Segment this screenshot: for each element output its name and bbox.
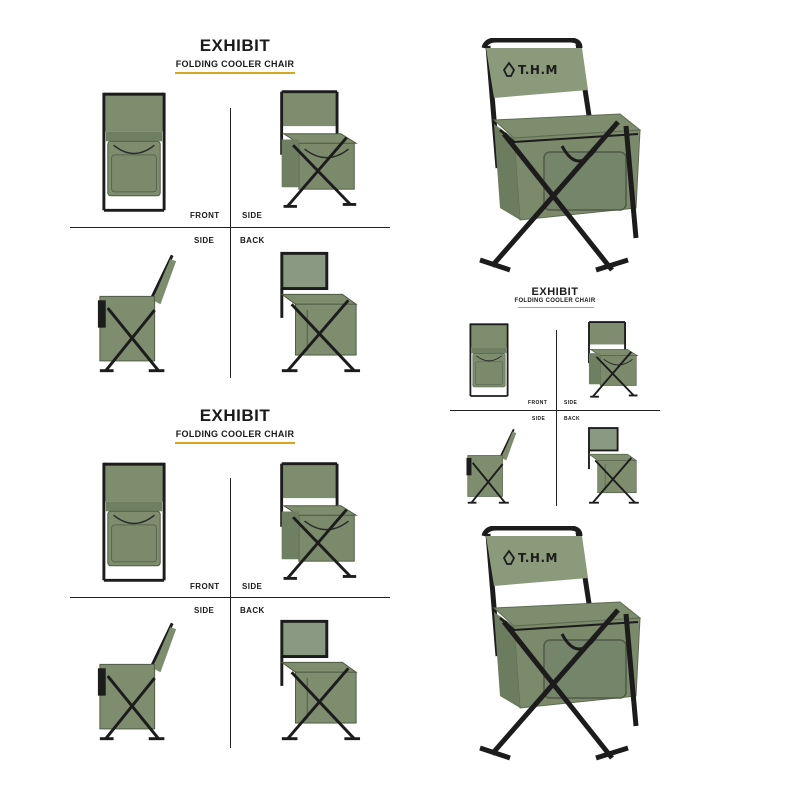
label-side-bottom: SIDE — [194, 606, 215, 615]
label-front: FRONT — [190, 582, 220, 591]
chair-front-image — [468, 318, 510, 402]
logo-shield-icon — [502, 61, 516, 77]
label-side-bottom: SIDE — [194, 236, 215, 245]
brand-logo — [502, 61, 516, 77]
label-back: BACK — [240, 606, 265, 615]
label-back: BACK — [564, 416, 581, 422]
label-side-top: SIDE — [242, 211, 263, 220]
exhibit-subtitle: FOLDING COOLER CHAIR — [514, 298, 596, 304]
exhibit-title: EXHIBIT — [199, 406, 271, 425]
label-side-top: SIDE — [242, 582, 263, 591]
brand-logo-text: T.H.M — [518, 551, 558, 565]
exhibit-subtitle: FOLDING COOLER CHAIR — [175, 59, 295, 69]
chair-side-image — [584, 318, 640, 402]
chair-back-image — [274, 616, 362, 746]
chair-side-image — [274, 86, 360, 214]
divider-vertical — [556, 330, 557, 506]
hero-chair-top: T.H.M — [460, 30, 660, 280]
label-side-top: SIDE — [564, 400, 578, 406]
label-front: FRONT — [190, 211, 220, 220]
gold-underline — [175, 442, 295, 444]
chair-back-image — [584, 424, 640, 508]
label-front: FRONT — [528, 400, 548, 406]
chair-profile-image — [94, 248, 182, 378]
exhibit-panel-top-left: EXHIBIT FOLDING COOLER CHAIR FRONT SIDE … — [70, 30, 400, 400]
gold-underline — [175, 72, 295, 74]
label-back: BACK — [240, 236, 265, 245]
label-side-bottom: SIDE — [532, 416, 546, 422]
chair-profile-image — [464, 424, 520, 508]
gold-underline — [518, 307, 594, 308]
exhibit-subtitle: FOLDING COOLER CHAIR — [175, 429, 295, 439]
exhibit-title: EXHIBIT — [531, 286, 579, 298]
exhibit-panel-small: EXHIBIT FOLDING COOLER CHAIR FRONT SIDE … — [450, 282, 660, 522]
chair-front-image — [100, 88, 168, 216]
logo-shield-icon — [502, 549, 516, 565]
chair-back-image — [274, 248, 362, 378]
chair-front-image — [100, 458, 168, 586]
divider-vertical — [230, 108, 231, 378]
divider-vertical — [230, 478, 231, 748]
chair-side-image — [274, 458, 360, 586]
brand-logo — [502, 549, 516, 565]
exhibit-title: EXHIBIT — [199, 36, 271, 55]
exhibit-panel-bottom-left: EXHIBIT FOLDING COOLER CHAIR FRONT SIDE … — [70, 400, 400, 770]
brand-logo-text: T.H.M — [518, 63, 558, 77]
hero-chair-bottom: T.H.M — [460, 520, 660, 770]
chair-profile-image — [94, 616, 182, 746]
divider-horizontal — [450, 410, 660, 411]
